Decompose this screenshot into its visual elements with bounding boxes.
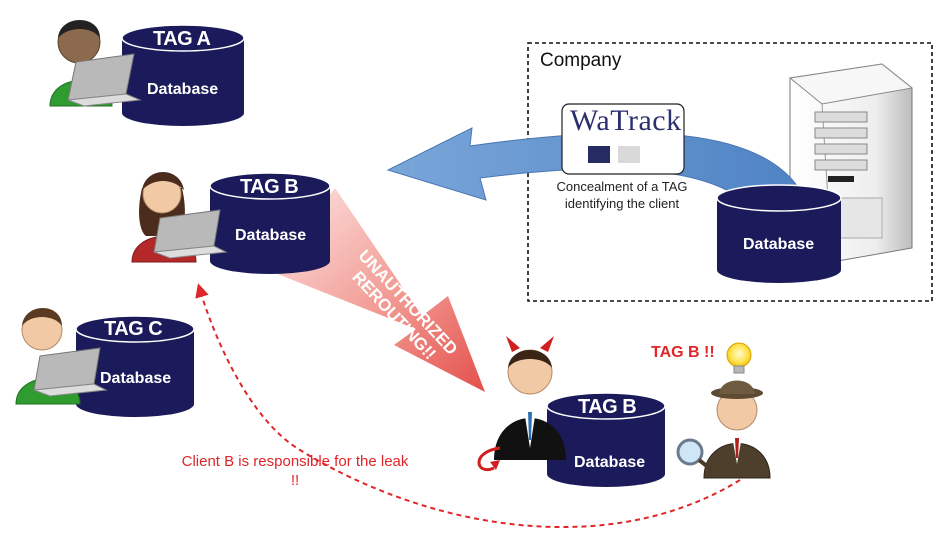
database-company [716, 184, 842, 283]
thief-tag-label: TAG B [578, 396, 637, 418]
watrack-logo: WaTrack [570, 104, 682, 137]
database-tag-b [209, 172, 331, 274]
tag-a-label: TAG A [153, 28, 211, 50]
client-a-person [49, 20, 142, 107]
lightbulb-icon [726, 342, 752, 374]
thief-database-label: Database [574, 454, 646, 471]
database-company-label: Database [743, 236, 815, 253]
detective-alert: TAG B !! [651, 344, 715, 361]
database-thief [546, 392, 666, 487]
detective-person [676, 380, 771, 479]
database-a-label: Database [147, 81, 219, 98]
watrack-swatch-dark [588, 146, 610, 163]
database-b-label: Database [235, 227, 307, 244]
database-c-label: Database [100, 370, 172, 387]
blame-curve [195, 283, 741, 528]
database-tag-a [121, 24, 245, 126]
blame-caption: Client B is responsible for the leak !! [181, 453, 409, 489]
watrack-swatch-light [618, 146, 640, 163]
client-b-person [131, 172, 228, 263]
company-box [527, 42, 933, 302]
tag-b-label: TAG B [240, 176, 299, 198]
thief-person [477, 336, 566, 472]
client-c-person [15, 308, 108, 405]
tag-c-label: TAG C [104, 318, 163, 340]
concealment-caption: Concealment of a TAG identifying the cli… [556, 179, 688, 211]
company-label: Company [540, 50, 622, 71]
